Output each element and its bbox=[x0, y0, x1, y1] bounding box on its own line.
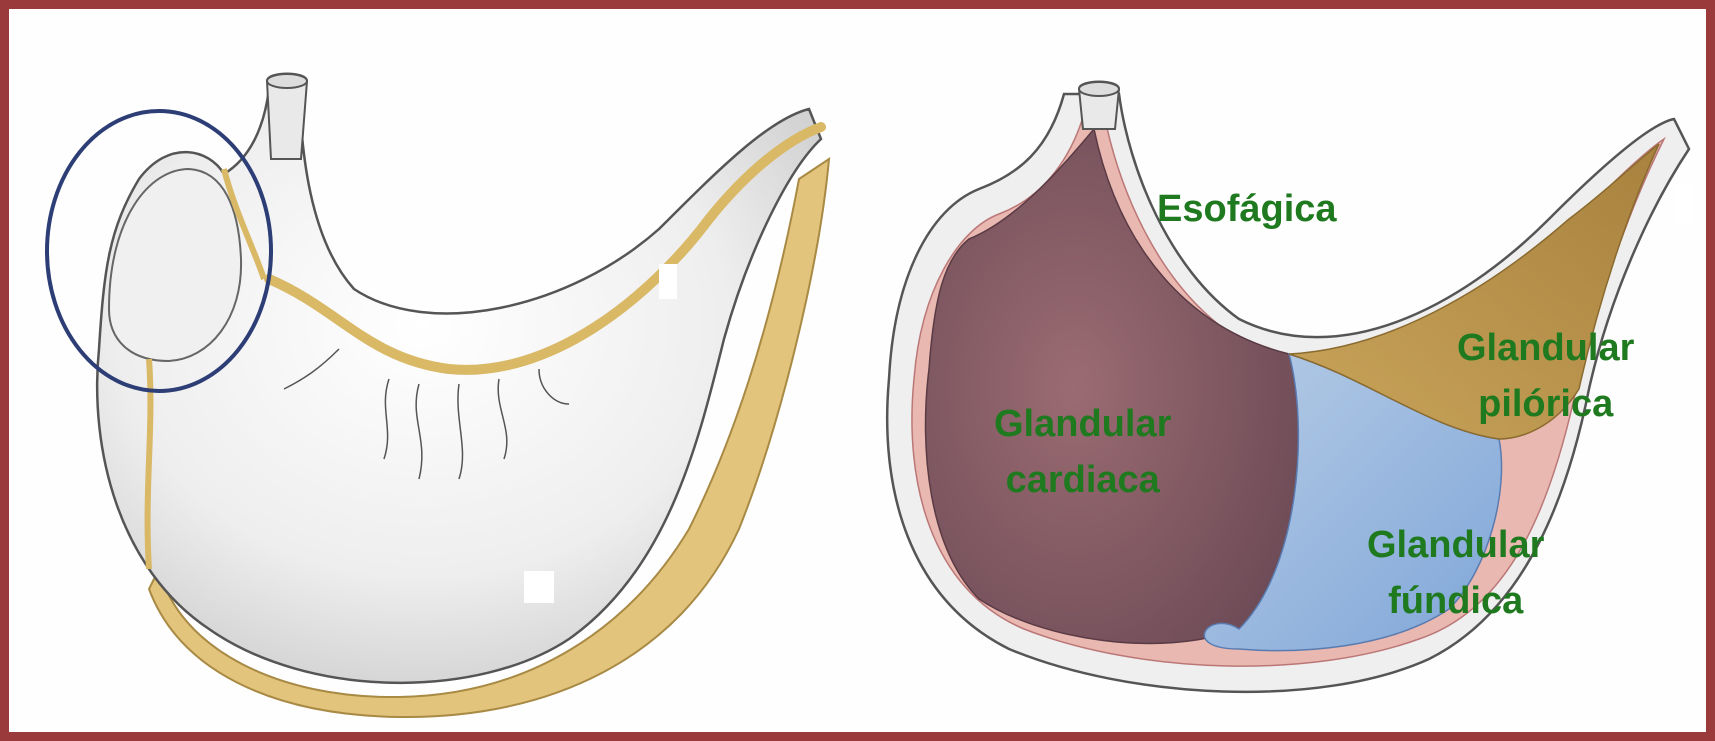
label-esofagica: Esofágica bbox=[1157, 181, 1337, 237]
label-glandular-pilorica: Glandular pilórica bbox=[1457, 320, 1634, 432]
left-stomach-drawing bbox=[97, 74, 829, 718]
label-glandular-cardiaca: Glandular cardiaca bbox=[994, 396, 1171, 508]
label-glandular-fundica: Glandular fúndica bbox=[1367, 517, 1544, 629]
